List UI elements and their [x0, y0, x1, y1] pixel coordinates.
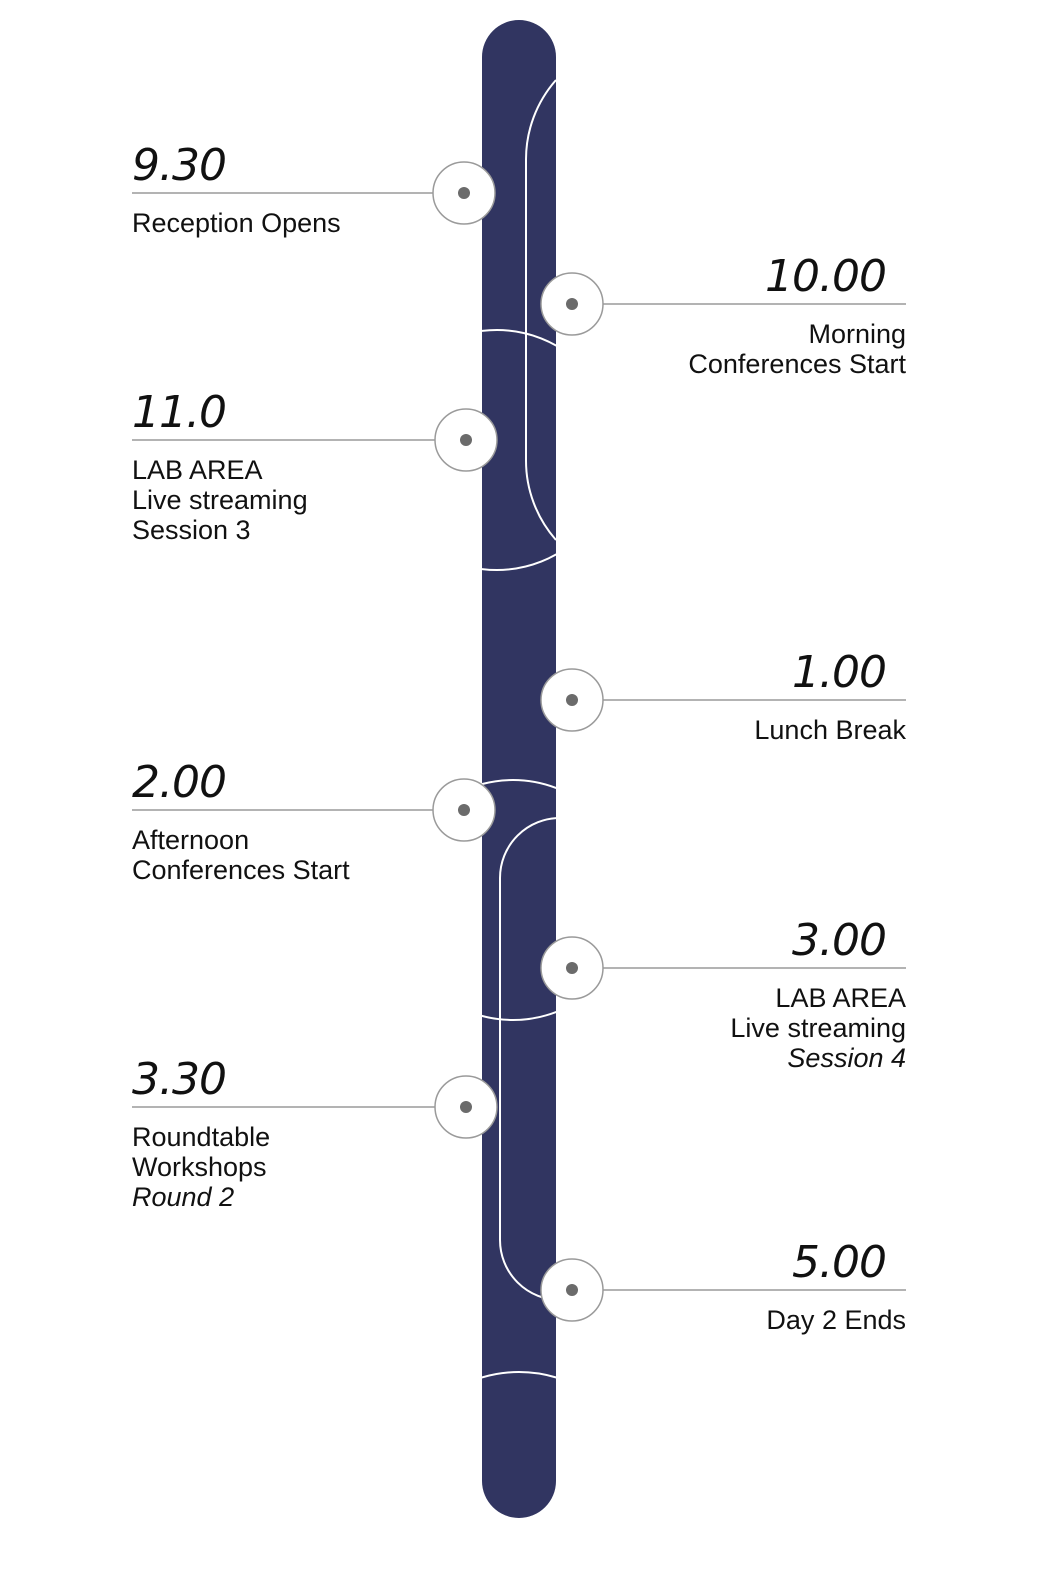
timeline-node-dot [460, 1101, 472, 1113]
event-time: 10.00 [765, 251, 887, 302]
timeline-node-dot [566, 298, 578, 310]
timeline-node-dot [460, 434, 472, 446]
event-time: 2.00 [132, 757, 227, 808]
event-description-line: Round 2 [132, 1182, 235, 1212]
event-description-line: Roundtable [132, 1122, 271, 1152]
decorative-arc [482, 779, 556, 1021]
event-description-line: Session 4 [787, 1043, 906, 1073]
event-description-line: LAB AREA [132, 455, 263, 485]
event-description: Reception Opens [132, 208, 341, 238]
event-description: Day 2 Ends [766, 1305, 906, 1335]
event-time: 9.30 [132, 140, 227, 191]
event-description-line: Workshops [132, 1152, 267, 1182]
event-time: 5.00 [792, 1237, 887, 1288]
event-description-line: Session 3 [132, 515, 251, 545]
event-description-line: LAB AREA [775, 983, 906, 1013]
timeline-node-dot [566, 1284, 578, 1296]
event-description-line: Live streaming [132, 485, 308, 515]
decorative-arc [499, 817, 556, 1301]
decorative-arc [482, 1371, 556, 1518]
decorative-arc [482, 329, 556, 571]
event-time: 11.0 [132, 387, 227, 438]
event-description-line: Conferences Start [132, 855, 350, 885]
event-description-line: Conferences Start [688, 349, 906, 379]
decorative-arc [524, 79, 556, 541]
timeline-node-dot [566, 962, 578, 974]
event-description-line: Morning [808, 319, 906, 349]
event-description-line: Reception Opens [132, 208, 341, 238]
event-time: 3.30 [132, 1054, 227, 1105]
event-description-line: Lunch Break [754, 715, 906, 745]
event-time: 1.00 [792, 647, 887, 698]
timeline-node-dot [458, 187, 470, 199]
event-description-line: Afternoon [132, 825, 250, 855]
timeline-node-dot [458, 804, 470, 816]
timeline-node-dot [566, 694, 578, 706]
event-description-line: Day 2 Ends [766, 1305, 906, 1335]
event-description: Lunch Break [754, 715, 906, 745]
event-time: 3.00 [792, 915, 887, 966]
event-description-line: Live streaming [730, 1013, 906, 1043]
